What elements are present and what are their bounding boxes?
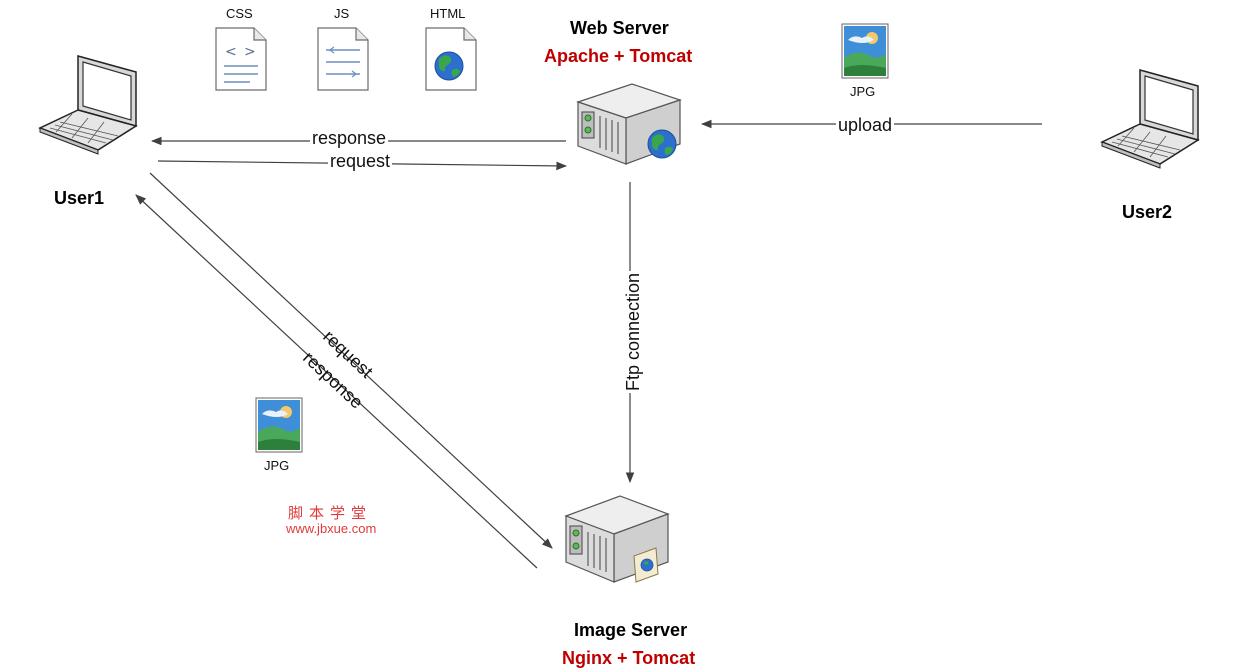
image-server-icon xyxy=(564,495,670,583)
jpg-image-icon xyxy=(841,23,889,79)
html-file-label: HTML xyxy=(430,6,466,21)
js-file-label: JS xyxy=(334,6,350,21)
watermark-text: 脚本学堂 xyxy=(288,505,373,522)
svg-text:<: < xyxy=(225,44,237,60)
user1-label: User1 xyxy=(54,188,105,208)
js-file-icon xyxy=(317,27,369,91)
edge-label-request: request xyxy=(328,151,393,171)
image-server-title: Image Server xyxy=(574,620,688,640)
user2-label: User2 xyxy=(1122,202,1173,222)
jpg-image-icon xyxy=(255,397,303,453)
web-server-icon xyxy=(576,83,682,165)
edge-label-upload: upload xyxy=(836,115,895,135)
web-server-title: Web Server xyxy=(570,18,669,38)
css-file-label: CSS xyxy=(226,6,253,21)
user1-laptop-icon xyxy=(38,55,138,155)
edge-user1-to-image xyxy=(149,172,553,549)
image-server-subtitle: Nginx + Tomcat xyxy=(562,648,696,668)
jpg-label: JPG xyxy=(264,458,290,473)
web-server-subtitle: Apache + Tomcat xyxy=(544,46,693,66)
css-file-icon: < > xyxy=(215,27,267,91)
jpg-label: JPG xyxy=(850,84,876,99)
user2-laptop-icon xyxy=(1100,69,1200,169)
edge-label-response: response xyxy=(310,128,389,148)
watermark-url: www.jbxue.com xyxy=(286,521,377,536)
html-file-icon xyxy=(425,27,477,91)
edge-label-ftp-connection: Ftp connection xyxy=(623,270,644,394)
svg-text:>: > xyxy=(244,44,256,60)
edge-image-to-user1 xyxy=(135,194,538,569)
